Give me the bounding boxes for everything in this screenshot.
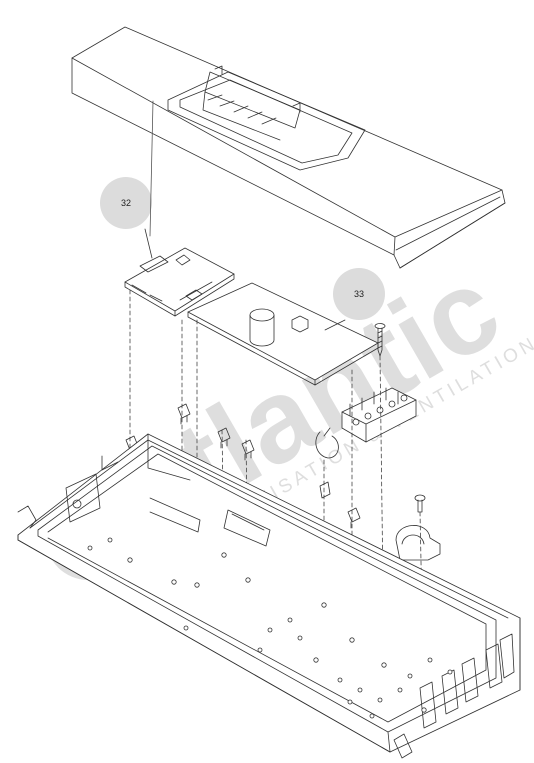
terminal-block <box>341 387 417 443</box>
top-cover <box>71 26 506 269</box>
base-tray <box>17 433 521 759</box>
cable-clamp <box>395 494 441 561</box>
leader-32 <box>144 228 153 259</box>
leader-33 <box>324 319 346 331</box>
tray-holes <box>87 537 453 719</box>
callout-32[interactable]: 32 <box>100 177 152 229</box>
callout-33[interactable]: 33 <box>333 268 385 320</box>
cable-clip <box>315 427 339 459</box>
control-board-32 <box>124 100 235 317</box>
